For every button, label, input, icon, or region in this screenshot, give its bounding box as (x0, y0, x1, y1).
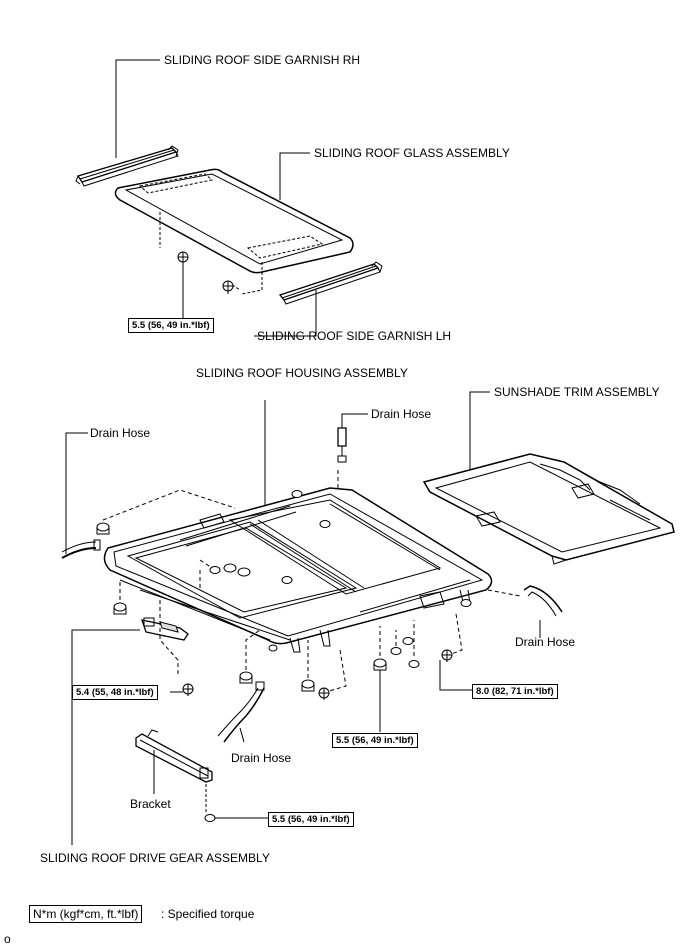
sunshade-trim-part (422, 453, 675, 565)
label-drain-hose-left: Drain Hose (90, 426, 151, 440)
label-drive-gear: SLIDING ROOF DRIVE GEAR ASSEMBLY (40, 851, 270, 865)
label-drain-hose-top: Drain Hose (371, 407, 432, 421)
label-drain-hose-right: Drain Hose (515, 635, 576, 649)
torque-right-bolt: 8.0 (82, 71 in.*lbf) (472, 684, 558, 699)
glass-bolt-2 (222, 262, 263, 295)
housing-clips (96, 490, 472, 692)
torque-glass-bolt: 5.5 (56, 49 in.*lbf) (128, 318, 214, 333)
gear-bolt (170, 683, 194, 696)
drain-hose-top-part (337, 413, 368, 463)
housing-dashed-lines (102, 470, 521, 693)
glass-assembly-part (114, 168, 354, 274)
housing-assembly-part (103, 487, 493, 653)
right-bolt (439, 649, 472, 691)
label-side-garnish-rh: SLIDING ROOF SIDE GARNISH RH (164, 53, 361, 67)
housing-bolt (318, 670, 381, 732)
torque-gear-bolt: 5.4 (55, 48 in.*lbf) (72, 685, 158, 700)
label-drain-hose-bottom: Drain Hose (231, 751, 292, 765)
label-sunshade-trim: SUNSHADE TRIM ASSEMBLY (494, 385, 660, 399)
label-side-garnish-lh: SLIDING ROOF SIDE GARNISH LH (257, 329, 452, 343)
label-housing-assembly: SLIDING ROOF HOUSING ASSEMBLY (196, 366, 408, 380)
torque-bracket-bolt: 5.5 (56, 49 in.*lbf) (268, 812, 354, 827)
bracket-part (135, 729, 268, 822)
label-glass-assembly: SLIDING ROOF GLASS ASSEMBLY (314, 146, 510, 160)
legend-unit-box: N*m (kgf*cm, ft.*lbf) (29, 905, 143, 923)
drain-hose-left-part (61, 539, 101, 559)
drive-gear-part (141, 617, 189, 641)
drain-hose-right-part (523, 585, 563, 638)
glass-bolt-1 (159, 212, 189, 318)
drain-hose-bottom-part (217, 681, 265, 743)
label-bracket: Bracket (130, 797, 171, 811)
torque-housing-bolt: 5.5 (56, 49 in.*lbf) (332, 733, 418, 748)
side-garnish-lh-part (278, 261, 383, 305)
corner-mark: o (4, 932, 11, 946)
legend-description: : Specified torque (161, 907, 255, 921)
side-garnish-rh-part (75, 145, 179, 187)
